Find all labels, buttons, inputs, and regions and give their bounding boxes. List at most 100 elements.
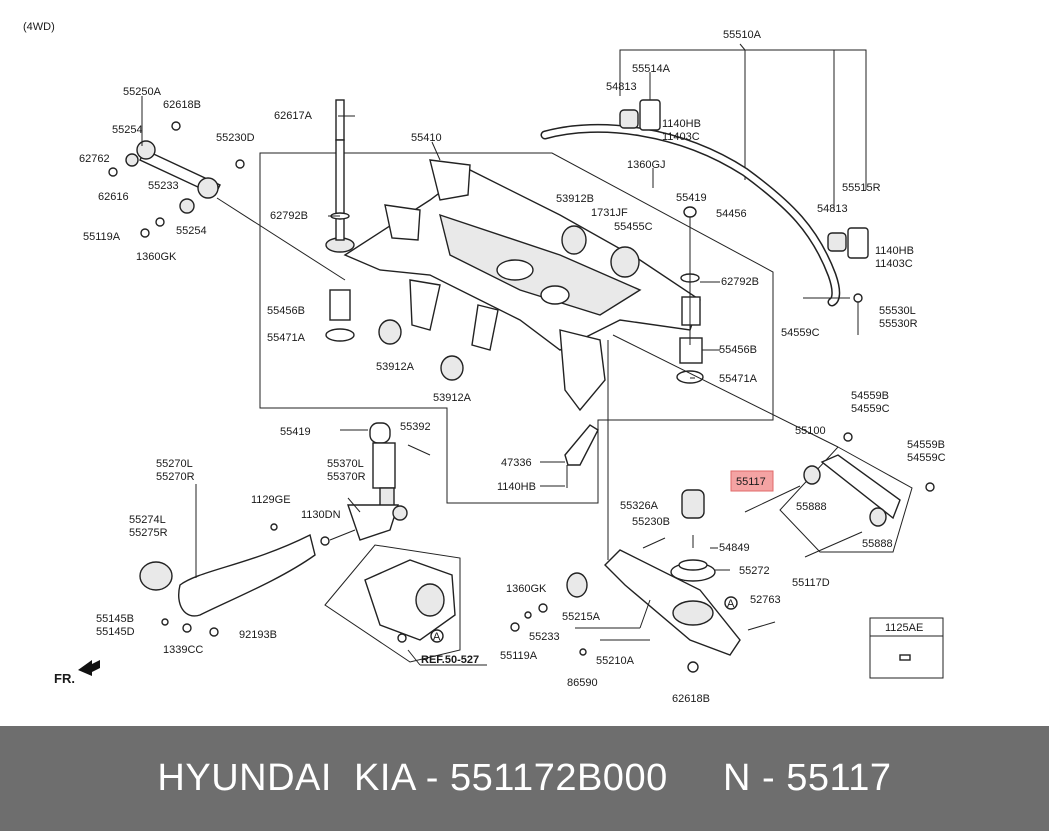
part-label: 54559C <box>781 327 820 339</box>
stabilizer-bracket-line <box>619 49 867 210</box>
exploded-parts-diagram: (4WD) 55510A 55514A 54813 1140HB 11403C … <box>23 21 946 705</box>
part-label: 55117D <box>792 577 830 589</box>
part-label: 55471A <box>267 332 306 344</box>
part-label: 1130DN <box>301 509 341 521</box>
part-label: 55272 <box>739 565 770 577</box>
part-label: 54559B <box>907 439 945 451</box>
part-label: 55215A <box>562 611 601 623</box>
part-label: 55145D <box>96 626 135 638</box>
part-label: 55326A <box>620 500 659 512</box>
part-label: 55275R <box>129 527 168 539</box>
part-labels: (4WD) 55510A 55514A 54813 1140HB 11403C … <box>23 21 946 705</box>
part-label: 62618B <box>672 693 710 705</box>
highlighted-part-label: 55117 <box>736 476 766 488</box>
part-label: 62762 <box>79 153 110 165</box>
upper-arm-55100 <box>744 432 935 558</box>
fastener-inset-box <box>869 617 944 679</box>
part-label: 55145B <box>96 613 134 625</box>
front-direction-arrow <box>78 660 100 676</box>
part-label: 55230D <box>216 132 255 144</box>
part-label: 54813 <box>817 203 848 215</box>
part-label: 53912A <box>433 392 472 404</box>
part-label: A <box>727 598 735 610</box>
part-label: 55515R <box>842 182 881 194</box>
part-label: 55419 <box>280 426 311 438</box>
part-label: 55888 <box>862 538 893 550</box>
part-label: 1140HB <box>875 245 914 257</box>
part-label: 55514A <box>632 63 671 75</box>
part-label: 55254 <box>112 124 143 136</box>
part-number-caption: HYUNDAI KIA - 551172B000 N - 55117 <box>0 726 1049 831</box>
part-label: 55510A <box>723 29 762 41</box>
part-label: 52763 <box>750 594 781 606</box>
part-label: 55274L <box>129 514 166 526</box>
part-label: 92193B <box>239 629 277 641</box>
part-label: REF.50-527 <box>421 654 479 666</box>
part-label: 1360GK <box>136 251 177 263</box>
arm-group-frame <box>779 446 913 553</box>
part-label: 86590 <box>567 677 598 689</box>
part-label: 1731JF <box>591 207 628 219</box>
part-label: 55250A <box>123 86 162 98</box>
part-label: 54456 <box>716 208 747 220</box>
part-label: 62618B <box>163 99 201 111</box>
part-label: 1360GK <box>506 583 547 595</box>
lower-arm-55270 <box>139 523 330 637</box>
bump-stop <box>681 489 705 519</box>
shock-absorber <box>340 422 431 541</box>
rear-subframe <box>343 159 701 412</box>
part-label: 62792B <box>721 276 759 288</box>
part-label: 55392 <box>400 421 431 433</box>
part-label: 55888 <box>796 501 827 513</box>
part-label: 54849 <box>719 542 750 554</box>
trailing-link-55250a <box>108 121 245 238</box>
part-label: 55230B <box>632 516 670 528</box>
part-label: 54559B <box>851 390 889 402</box>
part-label: 1140HB <box>662 118 701 130</box>
front-direction-label: FR. <box>54 671 75 686</box>
bracket-47336 <box>564 424 599 466</box>
part-label: 55233 <box>529 631 560 643</box>
part-label: 55210A <box>596 655 635 667</box>
part-label: 54559C <box>907 452 946 464</box>
part-label: 55530L <box>879 305 916 317</box>
part-label: 54559C <box>851 403 890 415</box>
part-label: 11403C <box>875 258 913 270</box>
part-label: 55119A <box>83 231 121 243</box>
part-label: 62616 <box>98 191 129 203</box>
part-label: 55370R <box>327 471 366 483</box>
lower-control-arm-55210a <box>510 549 776 673</box>
part-label: 55456B <box>267 305 305 317</box>
part-label: 53912A <box>376 361 415 373</box>
part-label: A <box>433 631 441 643</box>
part-label: 55530R <box>879 318 918 330</box>
part-label: 55100 <box>795 425 826 437</box>
part-label: 55471A <box>719 373 758 385</box>
part-label: 55233 <box>148 180 179 192</box>
part-label: 1129GE <box>251 494 291 506</box>
part-label: 54813 <box>606 81 637 93</box>
knuckle-group-frame <box>324 544 461 663</box>
part-label: 55456B <box>719 344 757 356</box>
part-label: 55419 <box>676 192 707 204</box>
part-label: 62617A <box>274 110 313 122</box>
part-label: 55410 <box>411 132 442 144</box>
knuckle <box>364 559 456 643</box>
part-label: 53912B <box>556 193 594 205</box>
inset-label: 1125AE <box>885 622 923 634</box>
part-label: 62792B <box>270 210 308 222</box>
part-label: 1140HB <box>497 481 536 493</box>
part-label: 55270L <box>156 458 193 470</box>
part-label: 55270R <box>156 471 195 483</box>
part-label: 55370L <box>327 458 364 470</box>
subframe-group-frame <box>259 152 774 504</box>
part-label: 55254 <box>176 225 207 237</box>
part-label: 11403C <box>662 131 700 143</box>
part-label: 55455C <box>614 221 653 233</box>
part-label: 55119A <box>500 650 538 662</box>
leader-lines <box>141 43 839 666</box>
variant-label: (4WD) <box>23 21 55 33</box>
part-label: 1339CC <box>163 644 203 656</box>
highlighted-part-box <box>730 470 774 492</box>
